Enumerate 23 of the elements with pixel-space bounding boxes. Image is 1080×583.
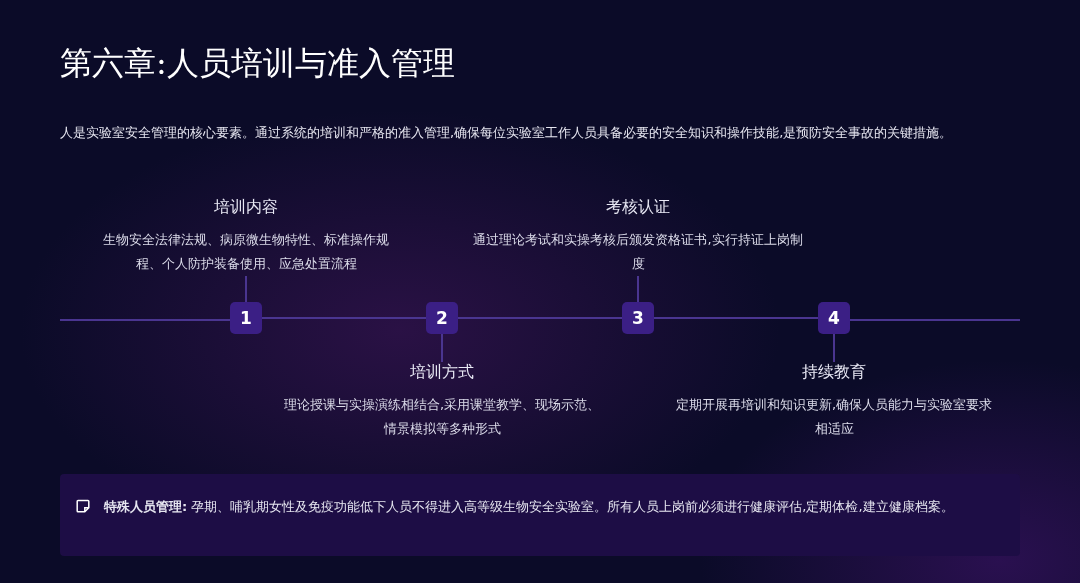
connector-line	[653, 317, 819, 319]
connector-line	[261, 317, 427, 319]
step-number-badge: 1	[230, 302, 262, 334]
step-description: 理论授课与实操演练相结合,采用课堂教学、现场示范、情景模拟等多种形式	[283, 396, 601, 438]
connector-line	[441, 333, 443, 363]
title: 第六章:人员培训与准入管理	[60, 43, 455, 84]
step-number-badge: 2	[426, 302, 458, 334]
step-heading: 考核认证	[606, 197, 670, 218]
connector-line	[637, 275, 639, 303]
step-description: 通过理论考试和实操考核后颁发资格证书,实行持证上岗制度	[472, 231, 804, 273]
step-heading: 培训方式	[410, 362, 474, 383]
note-panel	[60, 474, 1020, 556]
step-description: 定期开展再培训和知识更新,确保人员能力与实验室要求相适应	[675, 396, 993, 438]
step-heading: 培训内容	[214, 197, 278, 218]
note-text: 特殊人员管理: 孕期、哺乳期女性及免疫功能低下人员不得进入高等级生物安全实验室。所有人员上岗前必须进行健康评估,定期体检,建立健康档案。	[104, 498, 954, 516]
intro-paragraph: 人是实验室安全管理的核心要素。通过系统的培训和严格的准入管理,确保每位实验室工作人员具备必要的安全知识和操作技能,是预防安全事故的关键措施。	[60, 124, 954, 142]
connector-line	[245, 275, 247, 303]
connector-line	[833, 333, 835, 363]
step-number-badge: 4	[818, 302, 850, 334]
step-number-badge: 3	[622, 302, 654, 334]
connector-line	[457, 317, 623, 319]
step-description: 生物安全法律法规、病原微生物特性、标准操作规程、个人防护装备使用、应急处置流程	[102, 231, 390, 273]
step-heading: 持续教育	[802, 362, 866, 383]
